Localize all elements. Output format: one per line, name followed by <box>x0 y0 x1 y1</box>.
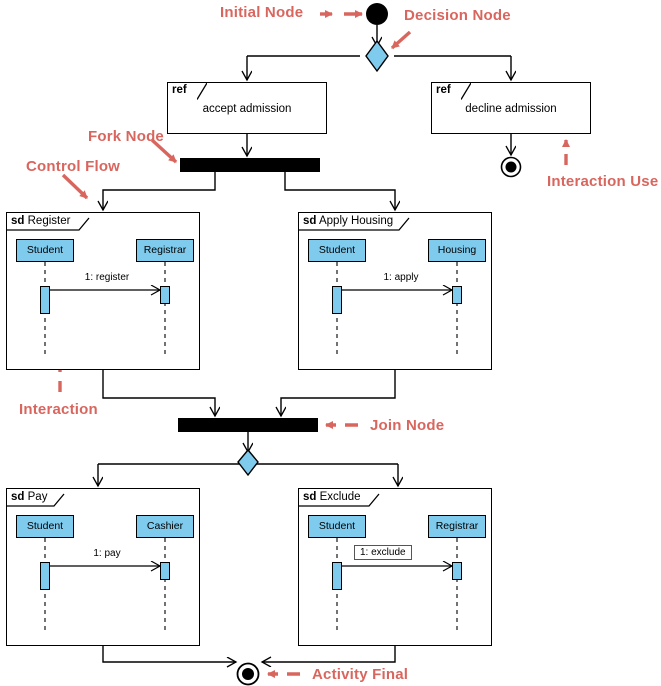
frame-name: Apply Housing <box>318 215 394 227</box>
control-flow-annotation-arrow <box>61 173 89 200</box>
activation-bar-source <box>40 562 50 590</box>
ref-keyword-tag: ref <box>168 83 198 99</box>
interaction-use-decline-admission[interactable]: ref decline admission <box>431 82 591 134</box>
lifeline-student[interactable]: Student <box>16 239 74 262</box>
fork-node <box>180 158 320 172</box>
decision-node-annotation-arrow <box>390 30 412 50</box>
annotation-decision-node: Decision Node <box>404 7 511 24</box>
activation-bar-target <box>160 286 170 304</box>
frame-name: Pay <box>27 491 48 503</box>
message-label: 1: pay <box>93 548 121 559</box>
annotation-control-flow: Control Flow <box>26 158 121 175</box>
interaction-frame-apply-housing[interactable]: sd Apply Housing Student Housing 1: appl… <box>298 212 492 370</box>
interaction-frame-pay[interactable]: sd Pay Student Cashier 1: pay <box>6 488 200 646</box>
frame-contents <box>299 217 458 358</box>
frame-tag: sd Pay <box>7 489 52 506</box>
frame-contents <box>7 217 166 358</box>
final-node-right <box>500 156 522 178</box>
annotation-join-node: Join Node <box>370 417 445 434</box>
fork-node-annotation-arrow <box>150 138 178 164</box>
message-label: 1: register <box>84 272 130 283</box>
interaction-frame-exclude[interactable]: sd Exclude Student Registrar 1: exclude <box>298 488 492 646</box>
frame-name: Exclude <box>319 491 361 503</box>
activation-bar-source <box>40 286 50 314</box>
interaction-frame-register[interactable]: sd Register Student Registrar 1: registe… <box>6 212 200 370</box>
annotation-interaction-use: Interaction Use <box>547 173 659 190</box>
lifeline-housing[interactable]: Housing <box>428 239 486 262</box>
frame-contents <box>299 493 458 634</box>
decision-node-bottom <box>237 448 259 477</box>
ref-tag-corner <box>461 83 471 100</box>
initial-node <box>366 3 388 25</box>
ref-keyword-tag: ref <box>432 83 462 99</box>
frame-tag: sd Exclude <box>299 489 365 506</box>
activity-final-node <box>236 662 260 686</box>
activation-bar-target <box>160 562 170 580</box>
activation-bar-target <box>452 562 462 580</box>
frame-contents <box>7 493 166 634</box>
annotation-interaction: Interaction <box>19 401 98 418</box>
frame-tag: sd Apply Housing <box>299 213 398 230</box>
interaction-use-accept-admission[interactable]: ref accept admission <box>167 82 327 134</box>
frame-keyword: sd <box>303 215 317 227</box>
interaction-use-label: accept admission <box>202 103 292 115</box>
frame-keyword: sd <box>11 215 25 227</box>
annotation-initial-node: Initial Node <box>220 4 304 21</box>
interaction-use-label: decline admission <box>465 103 557 115</box>
lifeline-cashier[interactable]: Cashier <box>136 515 194 538</box>
frame-keyword: sd <box>11 491 25 503</box>
frame-keyword: sd <box>303 491 317 503</box>
annotation-activity-final: Activity Final <box>312 666 409 683</box>
lifeline-student[interactable]: Student <box>308 515 366 538</box>
decision-node-top <box>365 39 389 73</box>
ref-tag-corner <box>197 83 207 100</box>
lifeline-student[interactable]: Student <box>308 239 366 262</box>
frame-name: Register <box>27 215 71 227</box>
message-label: 1: exclude <box>354 545 412 560</box>
lifeline-student[interactable]: Student <box>16 515 74 538</box>
message-label: 1: apply <box>383 272 419 283</box>
frame-tag: sd Register <box>7 213 75 230</box>
activation-bar-source <box>332 286 342 314</box>
activation-bar-source <box>332 562 342 590</box>
activation-bar-target <box>452 286 462 304</box>
annotation-fork-node: Fork Node <box>88 128 164 145</box>
lifeline-registrar[interactable]: Registrar <box>428 515 486 538</box>
lifeline-registrar[interactable]: Registrar <box>136 239 194 262</box>
join-node <box>178 418 318 432</box>
